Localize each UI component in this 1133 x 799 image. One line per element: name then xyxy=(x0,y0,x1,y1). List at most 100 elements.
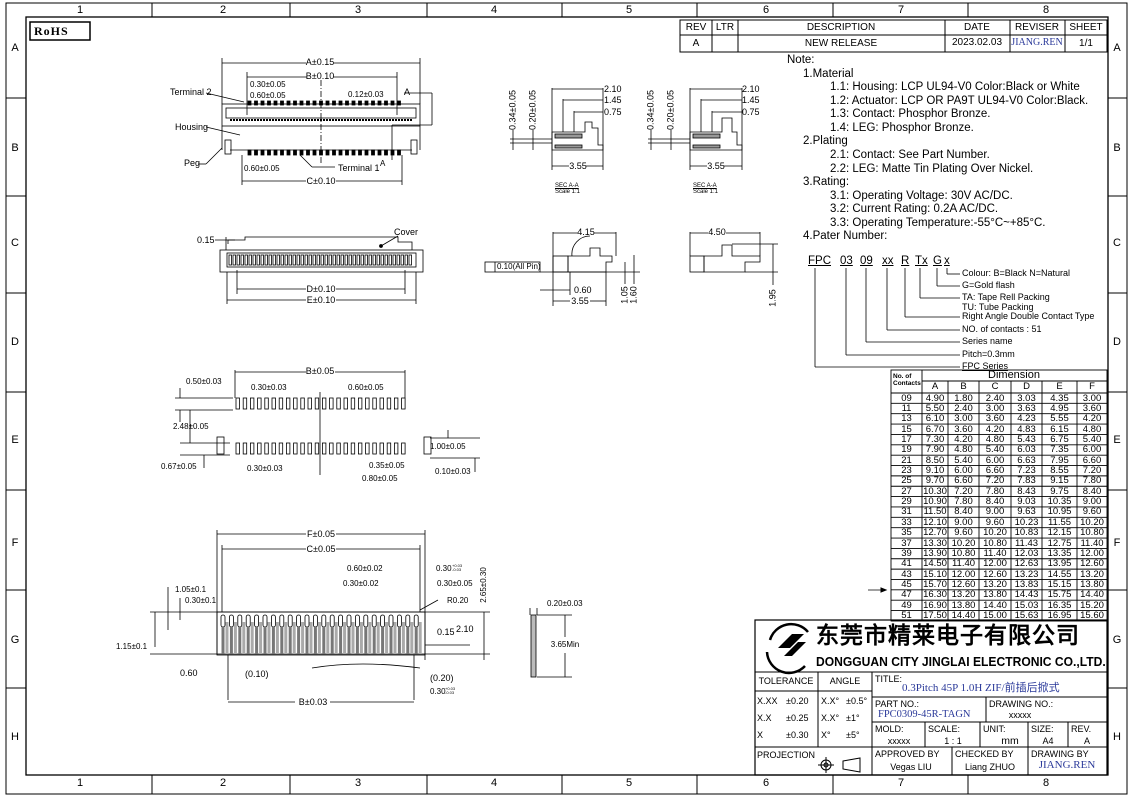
dimension-cell: 3.60 xyxy=(954,423,973,435)
dimension-cell: 10.95 xyxy=(1047,506,1072,518)
dimension-cell: 15.03 xyxy=(1014,599,1039,611)
dimension-cell: 8.40 xyxy=(1082,485,1102,497)
fpc-trace xyxy=(351,622,355,654)
dimension-cell: 4.90 xyxy=(925,392,945,404)
fpc-finger xyxy=(371,614,377,628)
dimension-cell: 4.80 xyxy=(954,444,973,456)
company-name-en: DONGGUAN CITY JINGLAI ELECTRONIC CO.,LTD… xyxy=(816,654,1106,669)
terminal-pin xyxy=(345,149,349,156)
dim-label: 0.75 xyxy=(604,107,622,117)
contact-pin xyxy=(388,254,392,266)
angle-label: ANGLE xyxy=(829,676,861,686)
ruler-column-label: 5 xyxy=(625,4,633,16)
pad xyxy=(401,397,406,410)
dimension-cell: 7.35 xyxy=(1050,444,1069,456)
note-section: 1.Material xyxy=(803,67,854,80)
pad xyxy=(257,397,262,410)
unit-label: UNIT: xyxy=(983,724,1006,734)
terminal-pin xyxy=(254,149,258,156)
dimension-cell: 14.43 xyxy=(1014,589,1039,601)
fpc-finger xyxy=(338,614,344,628)
terminal-pin xyxy=(351,149,356,156)
dimension-cell: 3.60 xyxy=(1082,402,1102,414)
approved-value: Vegas LIU xyxy=(890,762,932,772)
notes-title: Note: xyxy=(787,54,815,66)
ruler-row-label: E xyxy=(1113,434,1121,446)
terminal-pin xyxy=(260,100,265,106)
cover-label: Cover xyxy=(394,227,419,237)
dimension-cell: 6.00 xyxy=(954,465,973,477)
pn-code: FPC xyxy=(808,255,831,267)
terminal-pin xyxy=(358,100,362,106)
dim-label: 0.30±0.1 xyxy=(185,596,217,605)
pad xyxy=(379,397,384,410)
dimension-cell: 9.03 xyxy=(1017,496,1036,508)
fpc-trace xyxy=(414,627,418,654)
contacts-cell: 31 xyxy=(901,506,912,518)
housing-label: Housing xyxy=(175,122,209,132)
contacts-cell: 45 xyxy=(901,578,912,590)
pad xyxy=(293,397,298,410)
fpc-trace xyxy=(406,627,410,654)
sheet-value: 1/1 xyxy=(1079,38,1093,49)
fpc-trace xyxy=(292,622,296,654)
fpc-trace xyxy=(393,622,397,654)
fpc-trace xyxy=(381,627,385,654)
dim-label: 0.30±0.03 xyxy=(251,383,287,392)
dimension-cell: 10.80 xyxy=(983,537,1007,549)
section-scale: Scale 1:1 xyxy=(693,189,719,195)
tolerance-value: ±0.20 xyxy=(786,696,809,706)
contact-pin xyxy=(328,254,332,266)
dimension-cell: 4.20 xyxy=(1082,413,1102,425)
pad xyxy=(300,397,305,410)
dim-label: 3.55 xyxy=(707,161,725,171)
dimension-cell: 12.10 xyxy=(923,516,947,528)
dimension-cell: 8.40 xyxy=(985,496,1005,508)
dimension-cell: 13.20 xyxy=(983,578,1007,590)
dimension-cell: 10.23 xyxy=(1014,516,1039,528)
section-marker: A xyxy=(380,159,386,168)
pad xyxy=(365,442,370,455)
fpc-finger xyxy=(380,614,386,628)
fpc-finger xyxy=(287,614,293,628)
ruler-row-label: D xyxy=(11,336,19,348)
dimension-cell: 13.20 xyxy=(951,589,976,601)
contact-pin xyxy=(356,254,360,266)
dimension-cell: 13.95 xyxy=(1047,558,1072,570)
ruler-row-label: C xyxy=(11,237,19,249)
dimension-cell: 4.80 xyxy=(1082,423,1102,435)
terminal-pin xyxy=(384,149,388,156)
pad xyxy=(271,442,276,455)
contact-pin xyxy=(256,254,260,266)
contact-pin xyxy=(392,254,396,266)
dim-label: 0.34±0.05 xyxy=(507,90,518,130)
terminal-pin xyxy=(273,100,278,106)
pad xyxy=(271,397,276,410)
pad xyxy=(343,442,348,455)
fpc-trace xyxy=(347,627,351,654)
dimension-cell: 4.80 xyxy=(985,433,1005,445)
ruler-row-label: F xyxy=(1113,537,1121,549)
tolerance-label: TOLERANCE xyxy=(758,676,814,686)
dimension-cell: 1.80 xyxy=(954,392,973,404)
terminal-pin xyxy=(390,149,395,156)
terminal-pin xyxy=(254,100,258,106)
dim-label: (0.10) xyxy=(245,669,269,679)
note-item: 1.1: Housing: LCP UL94-V0 Color:Black or… xyxy=(830,81,1080,94)
dim-label: 3.55 xyxy=(571,296,589,306)
contacts-cell: 35 xyxy=(901,527,912,539)
dimension-cell: 13.30 xyxy=(923,537,947,549)
fpc-trace xyxy=(301,622,305,654)
contact-pin xyxy=(344,254,348,266)
pn-legend: G=Gold flash xyxy=(962,280,1015,290)
column-header-f: F xyxy=(1089,381,1095,392)
fpc-finger xyxy=(396,614,402,628)
contact-pin xyxy=(336,254,340,266)
section-title: SEC A-A xyxy=(555,183,579,189)
pad xyxy=(242,442,248,455)
fpc-trace xyxy=(225,622,229,654)
dim-label: 2.10 xyxy=(604,84,622,94)
pn-legend: FPC Series xyxy=(962,361,1009,371)
dimension-cell: 13.23 xyxy=(1014,568,1039,580)
